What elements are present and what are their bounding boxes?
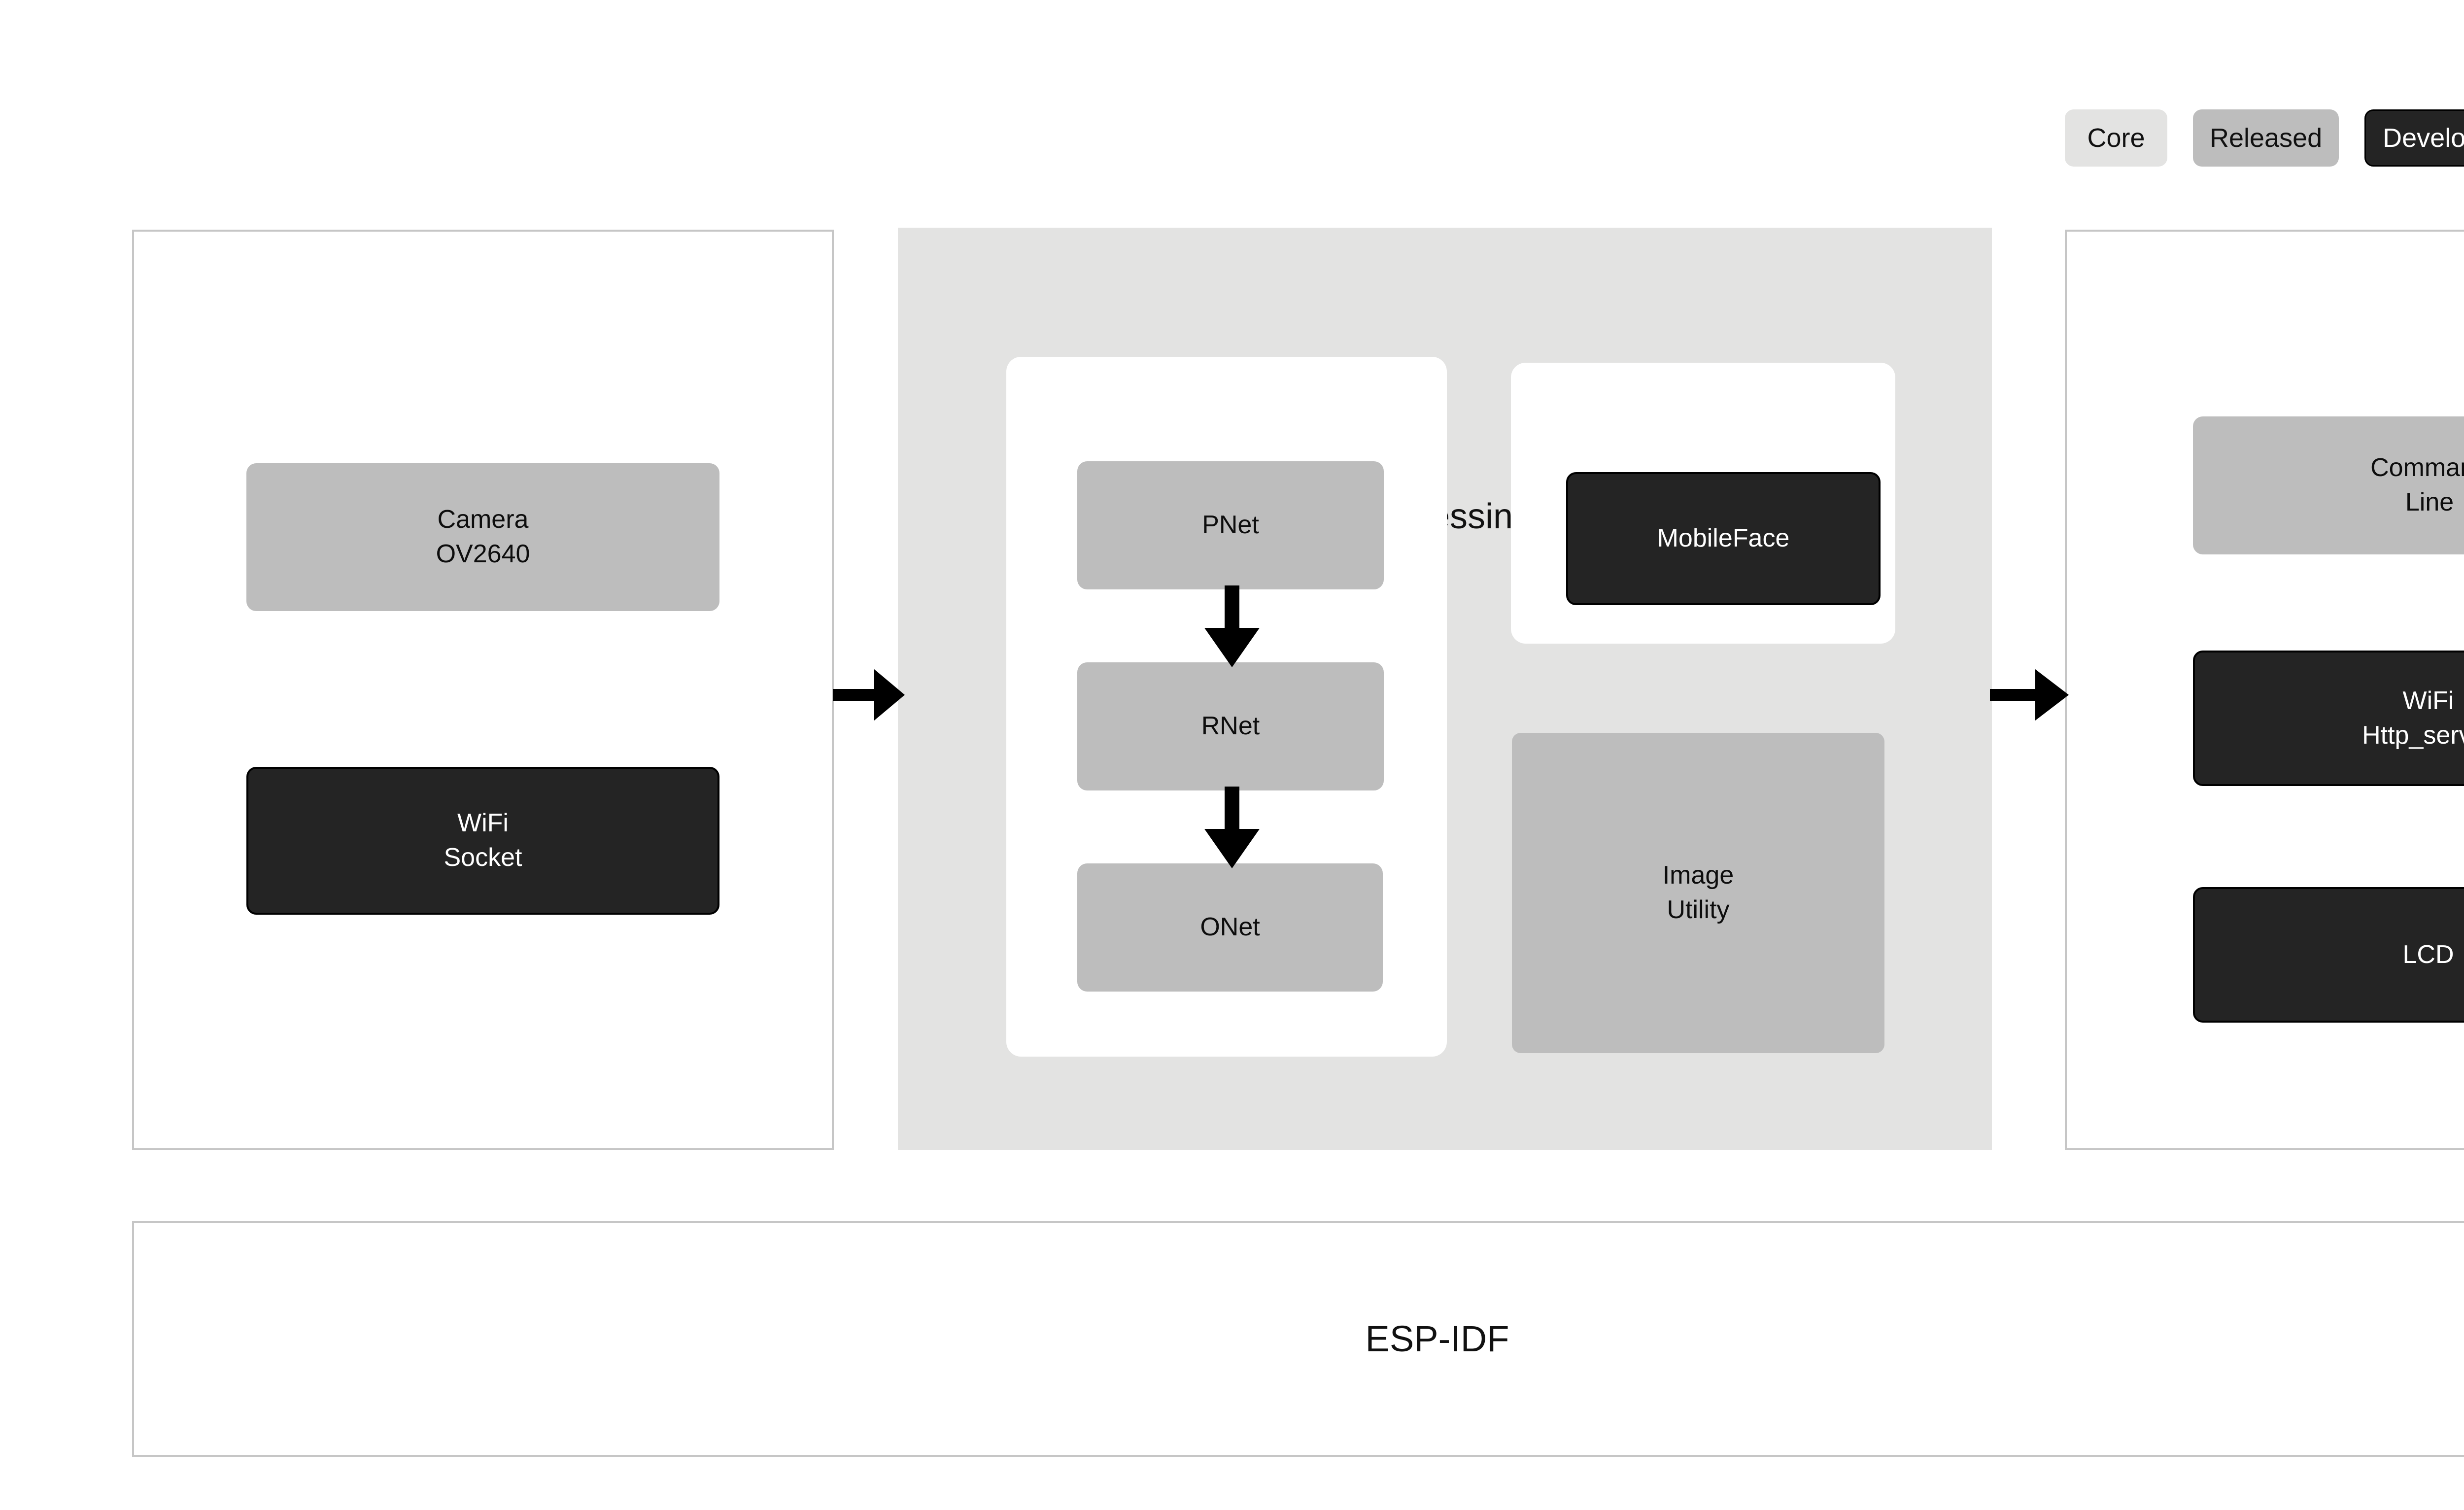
- arrow-right-icon-processing-to-output: [1990, 669, 2069, 721]
- node-label-lcd: LCD: [2402, 940, 2454, 969]
- node-wifi-socket[interactable]: WiFi Socket: [246, 767, 719, 915]
- node-image-utility[interactable]: Image Utility: [1512, 733, 1884, 1053]
- panel-input: Input: [132, 230, 834, 1150]
- node-label-wifi-socket: WiFi Socket: [444, 809, 522, 872]
- node-label-wifi-http: WiFi Http_server: [2362, 686, 2464, 750]
- panel-esp-idf: ESP-IDF: [132, 1221, 2464, 1457]
- legend-label-developing: Developing: [2383, 123, 2464, 153]
- node-label-image-utility: Image Utility: [1662, 861, 1734, 924]
- node-label-command-line: Command Line: [2370, 453, 2464, 516]
- node-label-mobileface: MobileFace: [1657, 524, 1790, 553]
- legend: Core Released Developing: [2065, 109, 2464, 167]
- node-rnet[interactable]: RNet: [1077, 662, 1384, 790]
- legend-label-released: Released: [2210, 123, 2323, 153]
- node-command-line[interactable]: Command Line: [2193, 416, 2464, 554]
- node-label-camera: Camera OV2640: [436, 505, 530, 568]
- node-label-pnet: PNet: [1202, 511, 1259, 540]
- node-lcd[interactable]: LCD: [2193, 887, 2464, 1023]
- node-label-rnet: RNet: [1201, 712, 1260, 741]
- node-mobileface[interactable]: MobileFace: [1566, 472, 1881, 605]
- arrow-right-icon-input-to-processing: [833, 669, 905, 721]
- legend-label-core: Core: [2087, 123, 2145, 153]
- node-wifi-http-server[interactable]: WiFi Http_server: [2193, 651, 2464, 786]
- node-pnet[interactable]: PNet: [1077, 461, 1384, 589]
- legend-item-core[interactable]: Core: [2065, 109, 2167, 167]
- legend-item-developing[interactable]: Developing: [2364, 109, 2464, 167]
- node-label-onet: ONet: [1200, 913, 1260, 942]
- legend-item-released[interactable]: Released: [2193, 109, 2339, 167]
- arrow-down-icon-pnet-to-rnet: [1204, 585, 1260, 667]
- node-onet[interactable]: ONet: [1077, 863, 1383, 992]
- arrow-down-icon-rnet-to-onet: [1204, 787, 1260, 868]
- panel-title-esp-idf: ESP-IDF: [1365, 1318, 1509, 1359]
- node-camera-ov2640[interactable]: Camera OV2640: [246, 463, 719, 611]
